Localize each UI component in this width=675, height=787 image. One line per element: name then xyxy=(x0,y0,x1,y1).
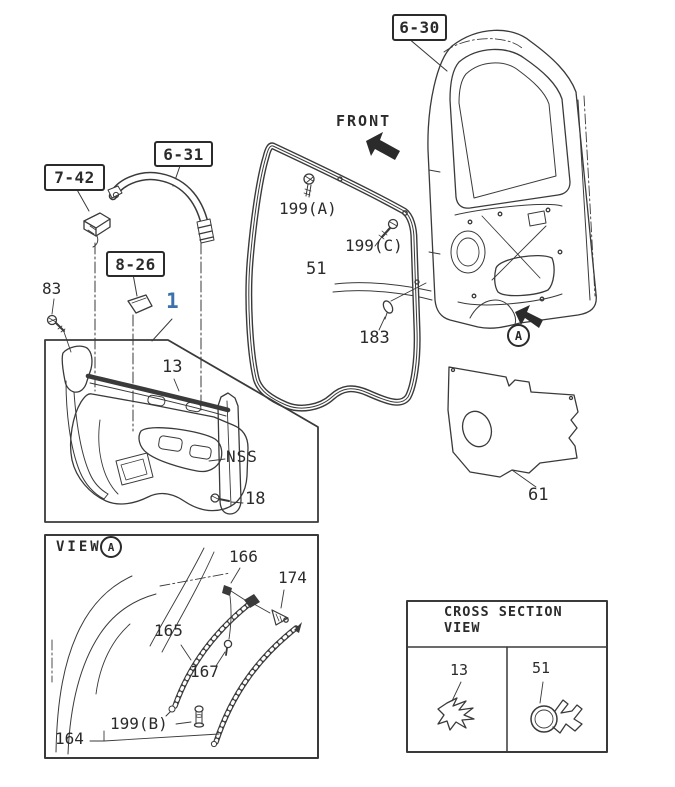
door-view-marker-letter: A xyxy=(514,328,523,343)
part-callout-183: 183 xyxy=(359,328,390,348)
part-callout-166: 166 xyxy=(229,547,258,566)
view-a-circle-letter: A xyxy=(107,540,115,554)
part-callout-165: 165 xyxy=(154,621,183,640)
leader-highlight-1 xyxy=(151,318,173,342)
grab-handle-drawing xyxy=(107,162,215,244)
nss-label: NSS xyxy=(226,447,258,466)
plug-183-icon xyxy=(378,282,427,331)
part-callout-164: 164 xyxy=(55,729,84,748)
fastener-174-icon xyxy=(271,609,289,626)
door-view-marker: A xyxy=(507,324,530,347)
leader-6-30 xyxy=(407,37,448,72)
view-a-title: VIEW xyxy=(56,539,102,555)
fastener-166-icon xyxy=(222,585,232,596)
trim-panel-box-drawing xyxy=(44,339,319,523)
cross-section-item-13: 13 xyxy=(450,661,469,679)
view-direction-arrow-icon xyxy=(515,305,543,328)
screw-83-icon xyxy=(46,298,72,353)
clip-7-42-icon xyxy=(75,187,111,248)
part-callout-18: 18 xyxy=(245,489,266,509)
ref-box-6-31[interactable]: 6-31 xyxy=(154,141,213,167)
highlighted-part-1[interactable]: 1 xyxy=(166,289,179,313)
cross-section-table-drawing xyxy=(406,600,608,753)
view-a-box-drawing xyxy=(44,534,319,759)
part-callout-199a: 199(A) xyxy=(279,199,337,218)
door-weatherstrip-drawing xyxy=(245,142,421,412)
ref-box-6-30[interactable]: 6-30 xyxy=(392,14,447,41)
screw-199c-icon xyxy=(374,218,399,247)
rivet-199b-icon xyxy=(193,705,205,728)
part-callout-83: 83 xyxy=(42,279,62,298)
part-callout-199b: 199(B) xyxy=(110,714,168,733)
door-frame-drawing xyxy=(332,29,597,329)
ref-box-8-26[interactable]: 8-26 xyxy=(106,251,165,277)
leader-lines-dashdot xyxy=(94,242,202,432)
door-cover-61-drawing xyxy=(447,366,579,488)
cross-section-51-profile xyxy=(530,699,583,734)
part-callout-167: 167 xyxy=(190,662,219,681)
screw-199a-icon xyxy=(303,173,315,198)
cross-section-title-line2: VIEW xyxy=(444,620,481,636)
part-callout-199c: 199(C) xyxy=(345,236,403,255)
ref-box-6-31-label: 6-31 xyxy=(163,144,204,164)
cross-section-13-profile xyxy=(437,697,475,731)
part-callout-174: 174 xyxy=(278,568,307,587)
trim-piece-8-26-icon xyxy=(127,273,153,314)
ref-box-7-42-label: 7-42 xyxy=(54,168,95,187)
cross-section-title-line1: CROSS SECTION xyxy=(444,604,563,620)
front-label: FRONT xyxy=(336,112,392,130)
ref-box-7-42[interactable]: 7-42 xyxy=(44,164,105,191)
fastener-167-icon xyxy=(223,639,233,656)
ref-box-6-30-label: 6-30 xyxy=(399,18,440,37)
run-channel-164 xyxy=(213,625,299,745)
part-callout-13: 13 xyxy=(162,357,183,377)
part-callout-61: 61 xyxy=(528,485,549,505)
ref-box-8-26-label: 8-26 xyxy=(115,254,156,274)
weatherstrip-13-strip xyxy=(85,373,231,413)
screw-18-icon xyxy=(210,493,244,504)
front-arrow-icon xyxy=(366,132,400,160)
cross-section-item-51: 51 xyxy=(532,659,551,677)
view-a-circle-marker: A xyxy=(100,536,122,558)
part-callout-51: 51 xyxy=(306,259,327,279)
